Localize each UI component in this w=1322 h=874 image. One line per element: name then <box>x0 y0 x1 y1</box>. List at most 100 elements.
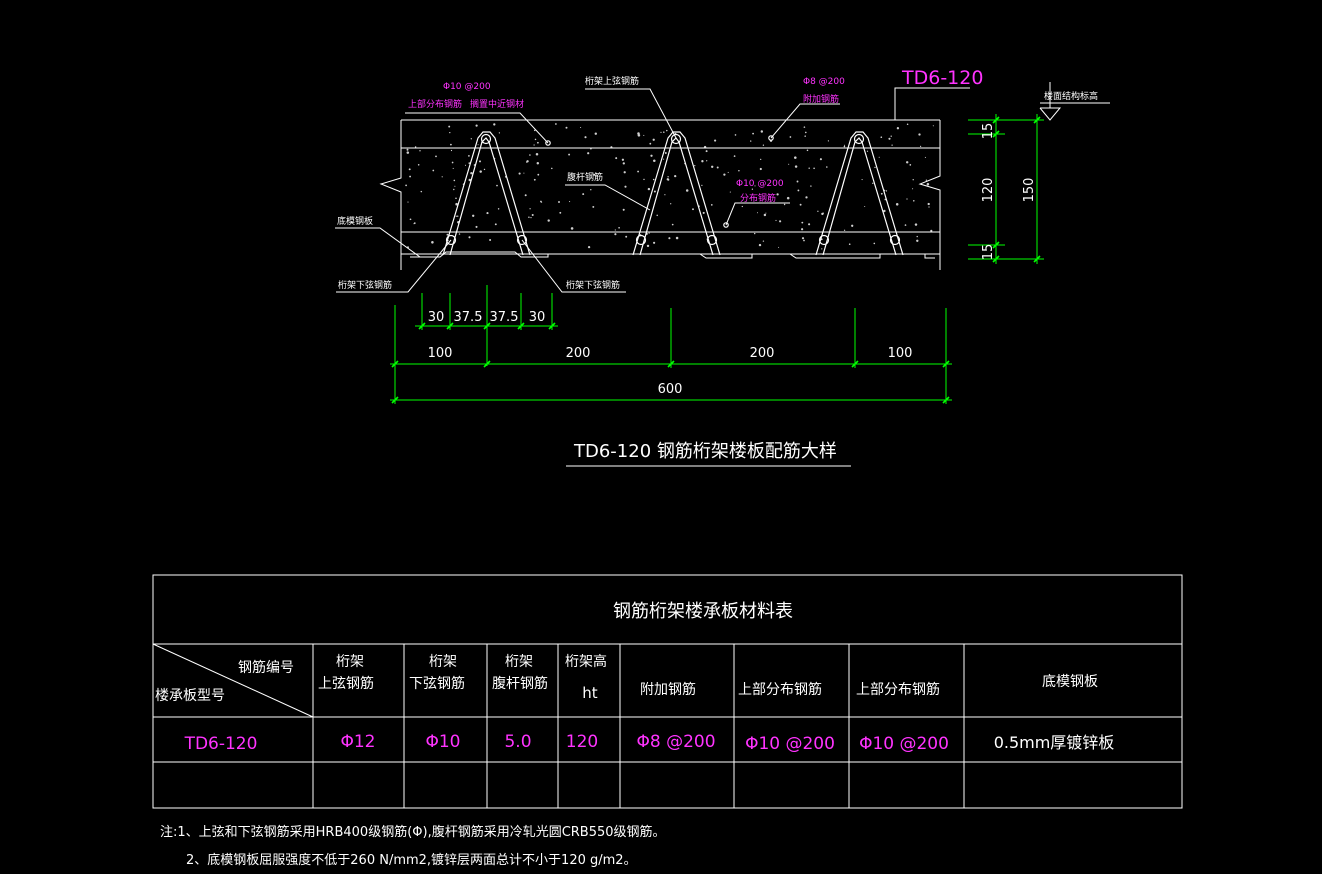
concrete-dot <box>533 144 535 146</box>
concrete-dot <box>803 239 805 242</box>
concrete-dot <box>409 218 412 221</box>
dim-30-a: 30 <box>428 310 445 325</box>
concrete-dot <box>796 180 799 183</box>
concrete-dot <box>734 134 737 136</box>
concrete-dot <box>523 172 525 174</box>
concrete-dot <box>653 190 656 193</box>
header-bottom-chord-l1: 桁架 <box>429 654 457 670</box>
concrete-dot <box>494 223 497 226</box>
concrete-dot <box>788 163 790 165</box>
concrete-dot <box>533 129 536 132</box>
concrete-dot <box>896 127 900 130</box>
concrete-dot <box>663 131 665 133</box>
concrete-dot <box>762 144 765 146</box>
header-dist-1: 上部分布钢筋 <box>738 681 822 698</box>
concrete-dot <box>587 152 590 155</box>
concrete-dot <box>775 219 777 222</box>
concrete-dot <box>537 173 540 176</box>
concrete-dot <box>653 159 656 163</box>
leader-dist-top <box>405 112 549 144</box>
concrete-dot <box>570 227 574 230</box>
label-dist-mid-spec: Φ10 @200 <box>736 179 784 189</box>
concrete-dot <box>767 198 770 200</box>
concrete-dot <box>413 223 415 225</box>
concrete-dot <box>646 244 650 248</box>
label-add-name: 附加钢筋 <box>803 93 839 105</box>
concrete-dot <box>685 189 689 192</box>
dim-15-top: 15 <box>981 123 996 140</box>
corner-diagonal <box>152 643 314 718</box>
concrete-dot <box>741 205 743 208</box>
concrete-dot <box>794 156 797 159</box>
drawing-caption: TD6-120 钢筋桁架楼板配筋大样 <box>573 441 837 462</box>
concrete-dot <box>912 188 914 190</box>
header-add: 附加钢筋 <box>640 681 696 698</box>
concrete-dot <box>843 144 846 146</box>
dist-bar-mid <box>723 222 729 228</box>
note-2: 2、底模钢板屈服强度不低于260 N/mm2,镀锌层两面总计不小于120 g/m… <box>186 852 637 868</box>
concrete-dot <box>417 164 420 166</box>
concrete-dot <box>618 226 620 229</box>
concrete-dot <box>590 189 592 191</box>
concrete-dot <box>759 167 762 171</box>
concrete-dot <box>649 142 652 145</box>
concrete-dot <box>455 215 457 217</box>
concrete-dot <box>594 132 597 135</box>
concrete-dot <box>446 233 449 236</box>
concrete-dot <box>932 125 934 127</box>
concrete-dot <box>666 129 668 132</box>
concrete-dot <box>801 228 804 231</box>
truss-3 <box>815 131 904 256</box>
leader-add <box>770 103 840 139</box>
concrete-dot <box>584 136 587 139</box>
concrete-dot <box>909 164 912 166</box>
corner-bottom-label: 楼承板型号 <box>155 688 225 704</box>
concrete-dot <box>493 123 496 126</box>
concrete-dot <box>622 208 625 211</box>
concrete-dot <box>536 162 540 165</box>
concrete-dot <box>872 182 874 184</box>
concrete-dot <box>569 201 571 203</box>
concrete-dot <box>637 170 640 173</box>
concrete-dot <box>799 203 802 206</box>
concrete-dot <box>920 145 922 147</box>
dim-100-b: 100 <box>888 346 913 361</box>
concrete-dot <box>479 170 482 173</box>
concrete-dot <box>913 200 915 202</box>
concrete-dot <box>667 178 670 181</box>
concrete-dot <box>821 248 823 250</box>
label-dist-top-note: 搁置中近钢材 <box>470 98 524 110</box>
concrete-dot <box>455 202 458 206</box>
concrete-dot <box>716 166 719 169</box>
concrete-dot <box>540 201 543 203</box>
concrete-dot <box>650 154 653 157</box>
concrete-dot <box>525 161 528 163</box>
concrete-dot <box>692 208 694 211</box>
concrete-dot <box>801 237 805 240</box>
concrete-dot <box>432 169 435 172</box>
label-dist-mid-name: 分布钢筋 <box>740 192 776 204</box>
concrete-dot <box>864 205 866 208</box>
concrete-dot <box>518 172 521 175</box>
concrete-dot <box>652 178 655 181</box>
concrete-dot <box>468 162 471 164</box>
concrete-dot <box>451 161 454 164</box>
concrete-dot <box>926 182 930 186</box>
concrete-dot <box>825 166 828 168</box>
dim-150: 150 <box>1022 178 1037 203</box>
concrete-dot <box>419 150 421 152</box>
dim-200-a: 200 <box>566 346 591 361</box>
concrete-dot <box>454 185 456 187</box>
concrete-dot <box>878 156 880 158</box>
concrete-dot <box>754 185 756 187</box>
concrete-dot <box>885 190 888 192</box>
concrete-dot <box>905 161 909 164</box>
concrete-dot <box>714 139 717 142</box>
concrete-dot <box>458 233 461 235</box>
concrete-dot <box>723 173 726 176</box>
concrete-dot <box>702 211 705 214</box>
concrete-dot <box>727 171 729 173</box>
concrete-dot <box>778 246 780 248</box>
concrete-dot <box>450 149 453 152</box>
